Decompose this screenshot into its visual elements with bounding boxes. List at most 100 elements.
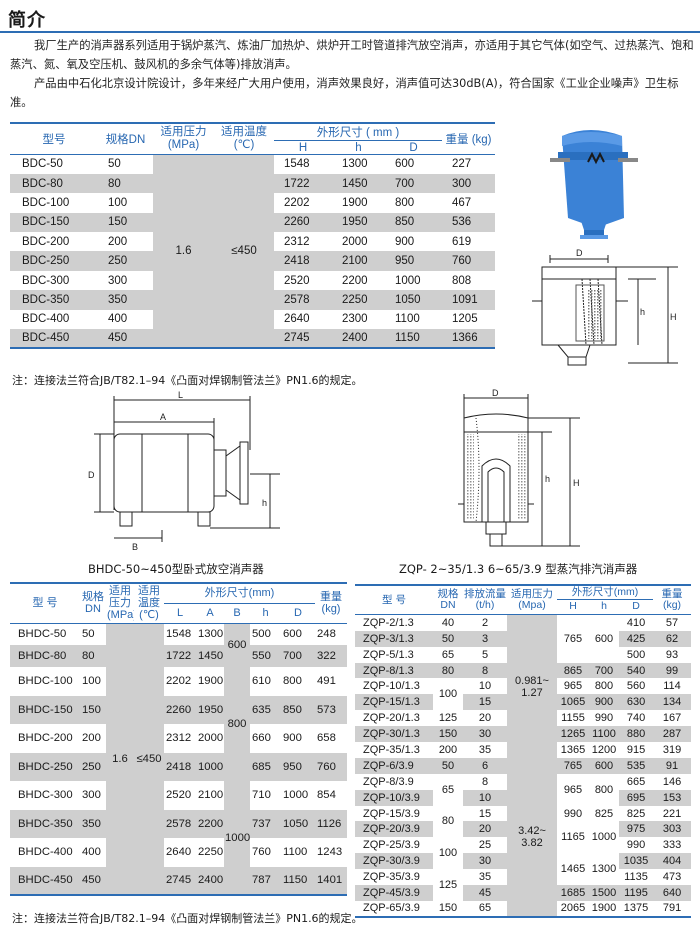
- cell-model: ZQP-20/1.3: [363, 712, 420, 725]
- cell-h: 2400: [332, 329, 385, 350]
- cell-D: 990: [626, 839, 646, 852]
- t2-header-L: L: [164, 603, 196, 623]
- cell-model: ZQP-35/1.3: [363, 743, 420, 756]
- cell-B: 600: [224, 622, 250, 667]
- zqp-caption: ZQP- 2~35/1.3 6~65/3.9 型蒸汽排汽消声器: [399, 562, 638, 576]
- t1-header-h: h: [332, 140, 385, 155]
- cell-H: 2065: [557, 900, 589, 918]
- cell-D: 850: [385, 212, 443, 233]
- cell-model: BDC-250: [10, 251, 98, 271]
- cell-w: 93: [665, 648, 679, 661]
- t2-header-dims: 外形尺寸(mm): [164, 582, 316, 604]
- cell-D: 600: [281, 622, 316, 645]
- cell-model: ZQP-2/1.3: [355, 614, 433, 631]
- cell-h: 1200: [591, 743, 617, 756]
- cell-D: 665: [626, 775, 646, 788]
- cell-dn: 100: [438, 688, 458, 701]
- cell-w: 658: [317, 732, 336, 745]
- cell-L: 2640: [166, 846, 192, 859]
- cell-w: 99: [653, 662, 692, 679]
- cell-dn: 50: [80, 622, 106, 645]
- cell-w: 491: [317, 675, 336, 688]
- cell-h: 500: [250, 622, 281, 645]
- cell-flow: 20: [478, 712, 492, 725]
- cell-w: 333: [662, 839, 682, 852]
- title-divider: [0, 31, 700, 33]
- zqp-label-h: h: [545, 474, 550, 484]
- cell-w: 248: [315, 622, 348, 645]
- cell-w: 1091: [442, 290, 496, 310]
- cell-D: 1150: [281, 866, 316, 896]
- cell-w: 300: [442, 173, 496, 194]
- t1-header-temp: 适用温度(℃): [214, 122, 274, 155]
- cell-w: 791: [653, 900, 692, 918]
- cell-h: 800: [594, 680, 614, 693]
- cell-dn: 200: [438, 743, 458, 756]
- vertical-silencer-dimension-drawing: D h H: [532, 248, 678, 366]
- cell-D: 600: [385, 153, 443, 174]
- cell-H: 1365: [560, 743, 586, 756]
- cell-D: 1150: [385, 329, 443, 350]
- cell-H: 1685: [557, 885, 589, 901]
- cell-h: 2100: [332, 251, 385, 271]
- cell-D: 975: [619, 821, 654, 838]
- cell-model: ZQP-65/3.9: [355, 900, 433, 918]
- cell-pressure: 1.6: [153, 154, 214, 350]
- cell-w: 473: [662, 871, 682, 884]
- cell-model: BDC-400: [22, 313, 70, 326]
- cell-w: 287: [653, 726, 692, 743]
- cell-temp: ≤450: [214, 154, 274, 350]
- cell-H: 1065: [557, 694, 589, 711]
- cell-A: 1950: [196, 695, 224, 724]
- drawing-label-D: D: [576, 248, 583, 258]
- cell-w: 1401: [315, 866, 348, 896]
- cell-w: 62: [653, 630, 692, 647]
- cell-flow: 30: [463, 726, 507, 743]
- cell-h: 900: [589, 694, 619, 711]
- cell-D: 700: [281, 645, 316, 667]
- cell-model: ZQP-35/3.9: [363, 871, 420, 884]
- cell-D: 900: [395, 235, 415, 248]
- cell-model: ZQP-8/3.9: [363, 775, 414, 788]
- cell-D: 500: [626, 648, 646, 661]
- cell-w: 760: [442, 251, 496, 271]
- cell-H: 2745: [274, 329, 332, 350]
- cell-D: 950: [385, 251, 443, 271]
- cell-h: 710: [252, 789, 271, 802]
- cell-model: ZQP-3/1.3: [355, 630, 433, 647]
- cell-h: 787: [250, 866, 281, 896]
- cell-A: 2100: [198, 789, 224, 802]
- t3-header-dims: 外形尺寸(mm): [557, 584, 654, 600]
- cell-model: ZQP-30/1.3: [355, 726, 433, 743]
- cell-dn: 450: [98, 329, 153, 350]
- cell-w: 303: [653, 821, 692, 838]
- cell-w: 640: [653, 885, 692, 901]
- cell-H: 1165: [561, 831, 585, 844]
- cell-model: ZQP-15/3.9: [363, 807, 420, 820]
- cell-dn: 100: [108, 196, 128, 209]
- cell-dn: 100: [82, 675, 101, 688]
- cell-w: 1243: [317, 846, 343, 859]
- cell-A: 2400: [196, 866, 224, 896]
- cell-w: 91: [653, 757, 692, 774]
- t2-header-pressure: 适用压力(MPa): [106, 582, 134, 623]
- t3-header-h: h: [589, 599, 619, 615]
- cell-dn: 40: [433, 614, 463, 631]
- cell-model: ZQP-10/1.3: [363, 680, 420, 693]
- cell-model: BHDC-300: [18, 789, 73, 802]
- cell-H: 1722: [274, 173, 332, 194]
- cell-h: 1500: [589, 885, 619, 901]
- cell-A: 1000: [196, 752, 224, 781]
- cell-H: 2202: [284, 196, 310, 209]
- cell-dn: 250: [98, 251, 153, 271]
- cell-model: BHDC-200: [18, 732, 73, 745]
- cell-D: 915: [626, 743, 646, 756]
